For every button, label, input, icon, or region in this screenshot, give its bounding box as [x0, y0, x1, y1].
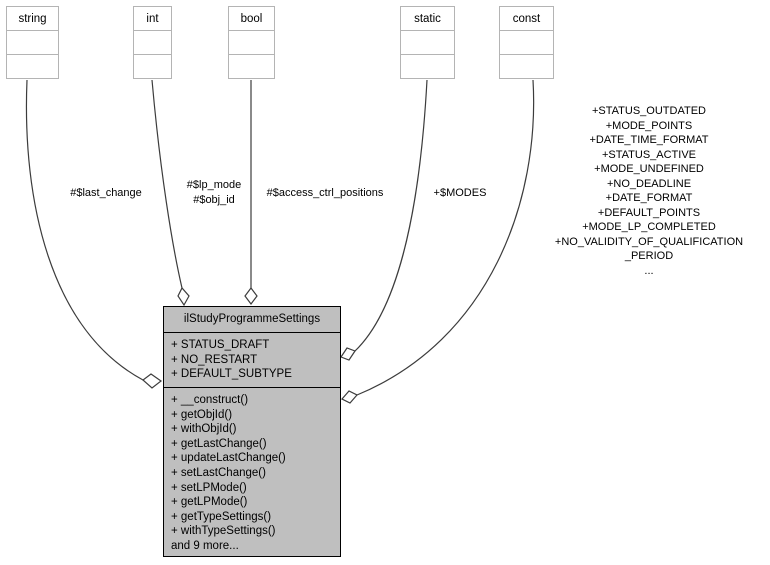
type-node-const[interactable]: const [499, 6, 554, 79]
type-node-static-label: static [401, 7, 454, 31]
edge-label-line: +STATUS_ACTIVE [601, 148, 697, 161]
class-methods: + __construct() + getObjId() + withObjId()… [164, 388, 340, 554]
edge-label-line: _PERIOD [624, 250, 674, 262]
class-title: ilStudyProgrammeSettings [164, 307, 340, 333]
class-attribute: + NO_RESTART [171, 353, 258, 366]
class-method: + setLastChange() [171, 466, 266, 479]
edge-label-const-members: +STATUS_OUTDATED +MODE_POINTS +DATE_TIME_F… [529, 104, 769, 278]
class-method: + getLPMode() [171, 496, 248, 509]
class-method: + getLastChange() [171, 437, 267, 450]
aggregation-diamond-static [340, 347, 356, 361]
edge-label-line: +MODE_POINTS [605, 119, 693, 132]
type-node-string-label: string [7, 7, 58, 31]
empty-compartment [401, 55, 454, 78]
type-node-bool[interactable]: bool [228, 6, 275, 79]
edge-label-line: +DATE_FORMAT [605, 192, 693, 204]
class-attributes: + STATUS_DRAFT + NO_RESTART + DEFAULT_SUBT… [164, 333, 340, 388]
edge-int-to-class [151, 79, 183, 289]
type-node-int-label: int [134, 7, 171, 31]
aggregation-diamond-int [177, 286, 190, 307]
class-method: + setLPMode() [171, 481, 247, 494]
aggregation-diamond-bool [244, 287, 258, 305]
type-node-static[interactable]: static [400, 6, 455, 79]
edge-label-line: +DEFAULT_POINTS [597, 206, 701, 219]
edge-label-lp-mode-obj-id: #$lp_mode #$obj_id [174, 178, 254, 207]
edge-label-access-ctrl-positions: #$access_ctrl_positions [266, 187, 384, 199]
class-method: + withObjId() [171, 423, 237, 436]
aggregation-diamond-string [142, 373, 163, 389]
empty-compartment [229, 55, 274, 78]
edge-label-line: +MODE_LP_COMPLETED [582, 221, 716, 233]
edge-string-to-class [25, 79, 144, 381]
class-method: + withTypeSettings() [171, 525, 276, 538]
empty-compartment [134, 31, 171, 55]
empty-compartment [401, 31, 454, 55]
empty-compartment [134, 55, 171, 78]
empty-compartment [500, 55, 553, 78]
edge-static-to-class [354, 79, 428, 352]
edge-label-line: +NO_VALIDITY_OF_QUALIFICATION [554, 235, 744, 248]
type-node-bool-label: bool [229, 7, 274, 31]
edge-const-to-class [356, 79, 535, 396]
empty-compartment [500, 31, 553, 55]
empty-compartment [229, 31, 274, 55]
class-method: + getTypeSettings() [171, 510, 272, 523]
class-method: + getObjId() [171, 408, 233, 421]
class-attribute: + DEFAULT_SUBTYPE [171, 368, 292, 381]
edge-label-line: +STATUS_OUTDATED [592, 105, 706, 117]
edge-label-line: +DATE_TIME_FORMAT [589, 134, 709, 146]
aggregation-diamond-const [341, 390, 358, 404]
class-method: + __construct() [171, 394, 249, 406]
edge-label-line: +NO_DEADLINE [606, 177, 692, 190]
type-node-string[interactable]: string [6, 6, 59, 79]
empty-compartment [7, 55, 58, 78]
edge-label-line: #$obj_id [193, 193, 235, 206]
class-method: and 9 more... [171, 539, 239, 552]
edge-label-line: +MODE_UNDEFINED [594, 163, 704, 175]
class-method: + updateLastChange() [171, 452, 286, 465]
type-node-int[interactable]: int [133, 6, 172, 79]
edge-label-last-change: #$last_change [70, 187, 142, 199]
class-node-ilStudyProgrammeSettings: ilStudyProgrammeSettings + STATUS_DRAFT+… [163, 306, 341, 557]
empty-compartment [7, 31, 58, 55]
class-attribute: + STATUS_DRAFT [171, 339, 270, 351]
edge-label-line: #$lp_mode [186, 179, 242, 191]
type-node-const-label: const [500, 7, 553, 31]
edge-label-modes: +$MODES [433, 187, 487, 199]
edge-label-line: ... [644, 264, 654, 277]
